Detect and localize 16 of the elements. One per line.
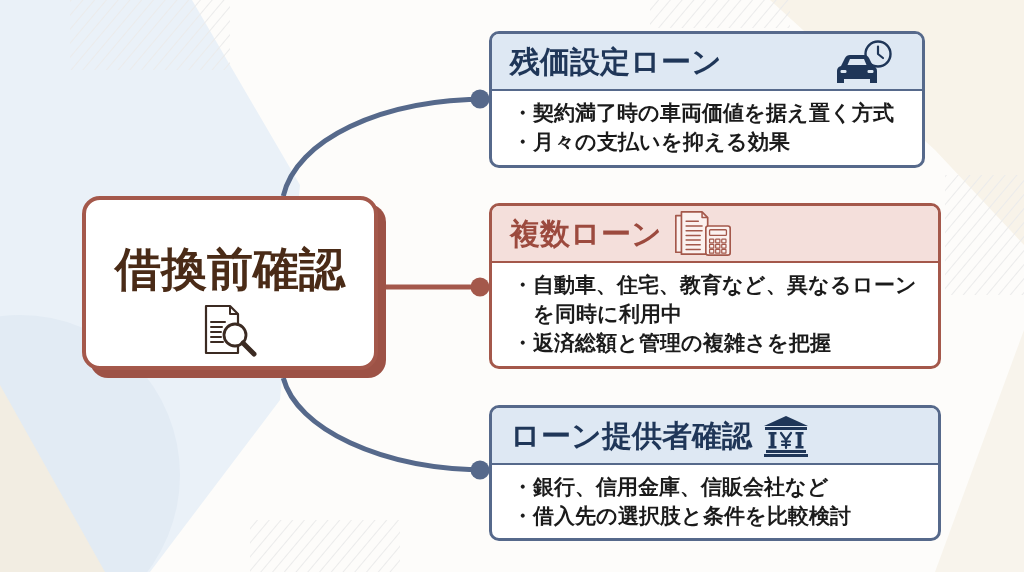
card-title: ローン提供者確認 (510, 417, 752, 454)
card-title: 複数ローン (510, 215, 662, 252)
bullet-text: ・自動車、住宅、教育など、異なるローンを同時に利用中 (512, 272, 918, 328)
connector-line (280, 89, 490, 197)
topic-card (489, 405, 941, 541)
connector-line (386, 277, 490, 297)
topic-title: 借換前確認 (115, 242, 345, 296)
bullet-text: ・契約満了時の車両価値を据え置く方式 (512, 100, 894, 127)
bullet-text: ・銀行、信用金庫、信販会社など (512, 473, 829, 501)
bullet-text: ・返済総額と管理の複雑さを把握 (512, 330, 831, 357)
card-title: 残価設定ローン (510, 43, 722, 80)
topic-card (489, 203, 941, 369)
topic-card (489, 31, 925, 168)
bullet-text: ・借入先の選択肢と条件を比較検討 (512, 502, 851, 530)
connector-line (280, 377, 490, 480)
bullet-text: ・月々の支払いを抑える効果 (512, 129, 790, 156)
